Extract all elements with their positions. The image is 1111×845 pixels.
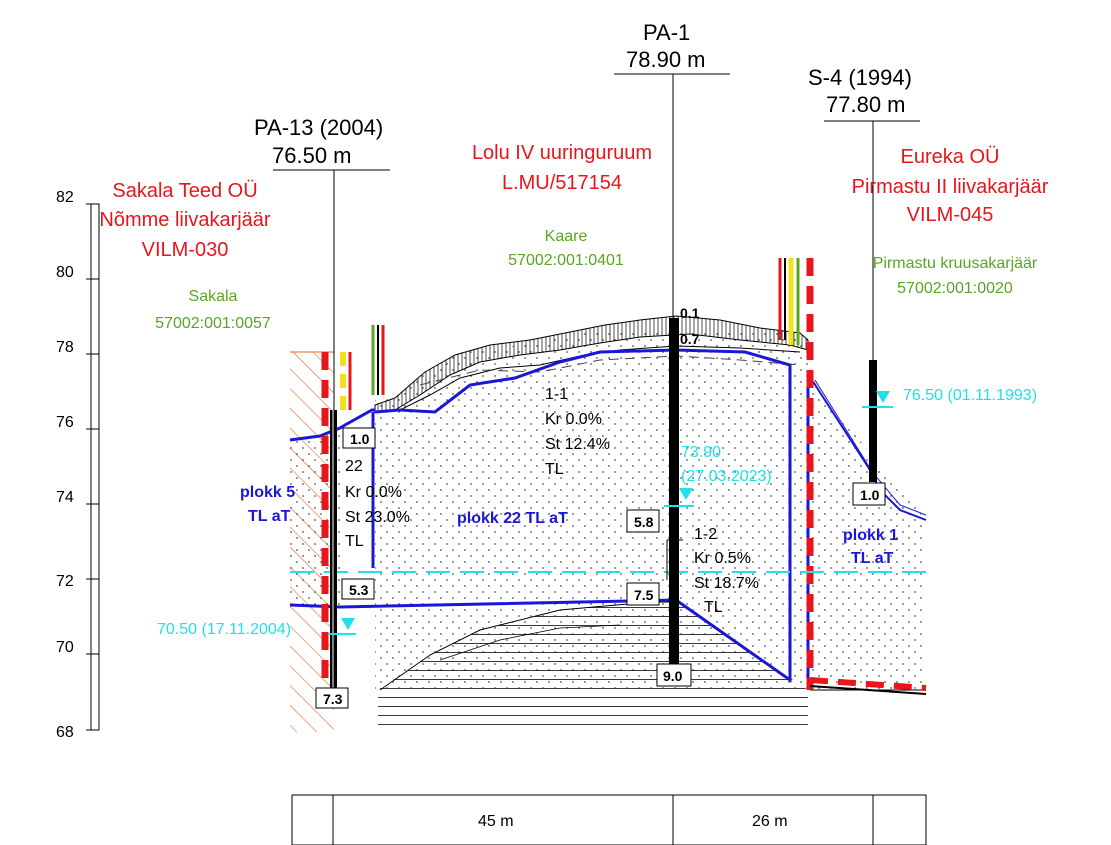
depth-pa13-1: 1.0 bbox=[350, 431, 370, 447]
elevation-axis: 82 80 78 76 74 72 70 68 bbox=[56, 189, 100, 741]
company-lolu-line2: L.MU/517154 bbox=[502, 172, 622, 194]
company-sakala-line3: VILM-030 bbox=[142, 239, 229, 261]
axis-label-68: 68 bbox=[56, 724, 74, 741]
sample-12-kr: Kr 0.5% bbox=[694, 550, 751, 567]
parcel-kaare-code: 57002:001:0401 bbox=[508, 252, 624, 269]
water-level-pa1-date: (27.03.2023) bbox=[681, 468, 772, 485]
parcel-sakala-name: Sakala bbox=[189, 288, 238, 305]
borehole-s4-elev: 77.80 m bbox=[826, 92, 906, 117]
block-22-label: plokk 22 TL aT bbox=[457, 510, 568, 527]
block-1-line2: TL aT bbox=[851, 550, 894, 567]
block-5-line1: plokk 5 bbox=[240, 484, 295, 501]
sample-12-type: TL bbox=[704, 599, 723, 616]
axis-label-80: 80 bbox=[56, 264, 74, 281]
axis-label-74: 74 bbox=[56, 489, 74, 506]
depth-pa1-1: 0.1 bbox=[680, 305, 700, 321]
sample-12-id: 1-2 bbox=[694, 526, 717, 543]
depth-pa1-3: 5.8 bbox=[634, 514, 654, 530]
axis-label-70: 70 bbox=[56, 639, 74, 656]
borehole-pa1-elev: 78.90 m bbox=[626, 47, 706, 72]
distance-pa13-pa1: 45 m bbox=[478, 813, 514, 830]
distance-table bbox=[291, 794, 927, 845]
company-eureka-line3: VILM-045 bbox=[907, 204, 994, 226]
parcel-pirmastu-name: Pirmastu kruusakarjäär bbox=[873, 255, 1038, 272]
company-sakala-line2: Nõmme liivakarjäär bbox=[99, 209, 270, 231]
parcel-sakala-code: 57002:001:0057 bbox=[155, 315, 271, 332]
borehole-pa13-name: PA-13 (2004) bbox=[254, 115, 383, 140]
parcel-pirmastu-code: 57002:001:0020 bbox=[897, 280, 1013, 297]
company-eureka-line1: Eureka OÜ bbox=[901, 146, 1000, 168]
borehole-s4-name: S-4 (1994) bbox=[808, 65, 912, 90]
depth-pa1-5: 9.0 bbox=[663, 668, 683, 684]
axis-label-78: 78 bbox=[56, 339, 74, 356]
sample-22-st: St 23.0% bbox=[345, 509, 410, 526]
depth-pa13-3: 7.3 bbox=[323, 691, 343, 707]
axis-label-82: 82 bbox=[56, 189, 74, 206]
sample-22-type: TL bbox=[345, 533, 364, 550]
block-1-line1: plokk 1 bbox=[843, 527, 898, 544]
sample-11-type: TL bbox=[545, 461, 564, 478]
borehole-pa1-name: PA-1 bbox=[643, 20, 690, 45]
sample-22-id: 22 bbox=[345, 458, 363, 475]
borehole-s4 bbox=[824, 120, 920, 482]
sample-11-st: St 12.4% bbox=[545, 436, 610, 453]
boundary-line-left bbox=[289, 408, 375, 442]
depth-boxes bbox=[315, 427, 886, 709]
borehole-pa13 bbox=[273, 169, 390, 690]
depth-pa1-4: 7.5 bbox=[634, 587, 654, 603]
borehole-pa13-elev: 76.50 m bbox=[272, 143, 352, 168]
sample-12-st: St 18.7% bbox=[694, 575, 759, 592]
company-sakala-line1: Sakala Teed OÜ bbox=[112, 180, 257, 202]
block-5-line2: TL aT bbox=[248, 508, 291, 525]
water-markers bbox=[328, 391, 893, 635]
depth-s4-1: 1.0 bbox=[860, 487, 880, 503]
distance-pa1-s4: 26 m bbox=[752, 813, 788, 830]
depth-pa13-2: 5.3 bbox=[349, 582, 369, 598]
sample-11-kr: Kr 0.0% bbox=[545, 411, 602, 428]
company-eureka-line2: Pirmastu II liivakarjäär bbox=[852, 176, 1049, 198]
mining-limits bbox=[321, 258, 927, 695]
water-level-pa13: 70.50 (17.11.2004) bbox=[157, 621, 291, 638]
sample-11-id: 1-1 bbox=[545, 386, 568, 403]
axis-label-72: 72 bbox=[56, 573, 74, 590]
depth-pa1-2: 0.7 bbox=[680, 331, 700, 347]
borehole-pa1 bbox=[614, 73, 730, 673]
water-level-s4: 76.50 (01.11.1993) bbox=[903, 387, 1037, 404]
company-lolu-line1: Lolu IV uuringuruum bbox=[472, 142, 652, 164]
water-level-pa1-value: 73.90 bbox=[681, 444, 721, 461]
sample-22-kr: Kr 0.0% bbox=[345, 484, 402, 501]
parcel-kaare-name: Kaare bbox=[545, 228, 588, 245]
axis-label-76: 76 bbox=[56, 414, 74, 431]
